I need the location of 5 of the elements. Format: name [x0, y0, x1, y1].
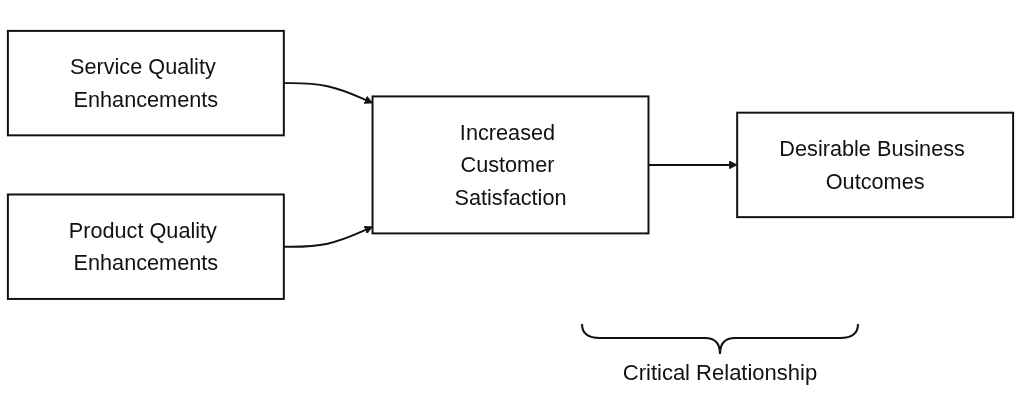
node-box: Service Quality Enhancements [6, 29, 285, 137]
bracket-caption: Critical Relationship [622, 360, 818, 386]
node-box: Increased Customer Satisfaction [371, 95, 650, 235]
node-box: Product Quality Enhancements [6, 193, 285, 300]
node-box: Desirable Business Outcomes [736, 111, 1015, 219]
